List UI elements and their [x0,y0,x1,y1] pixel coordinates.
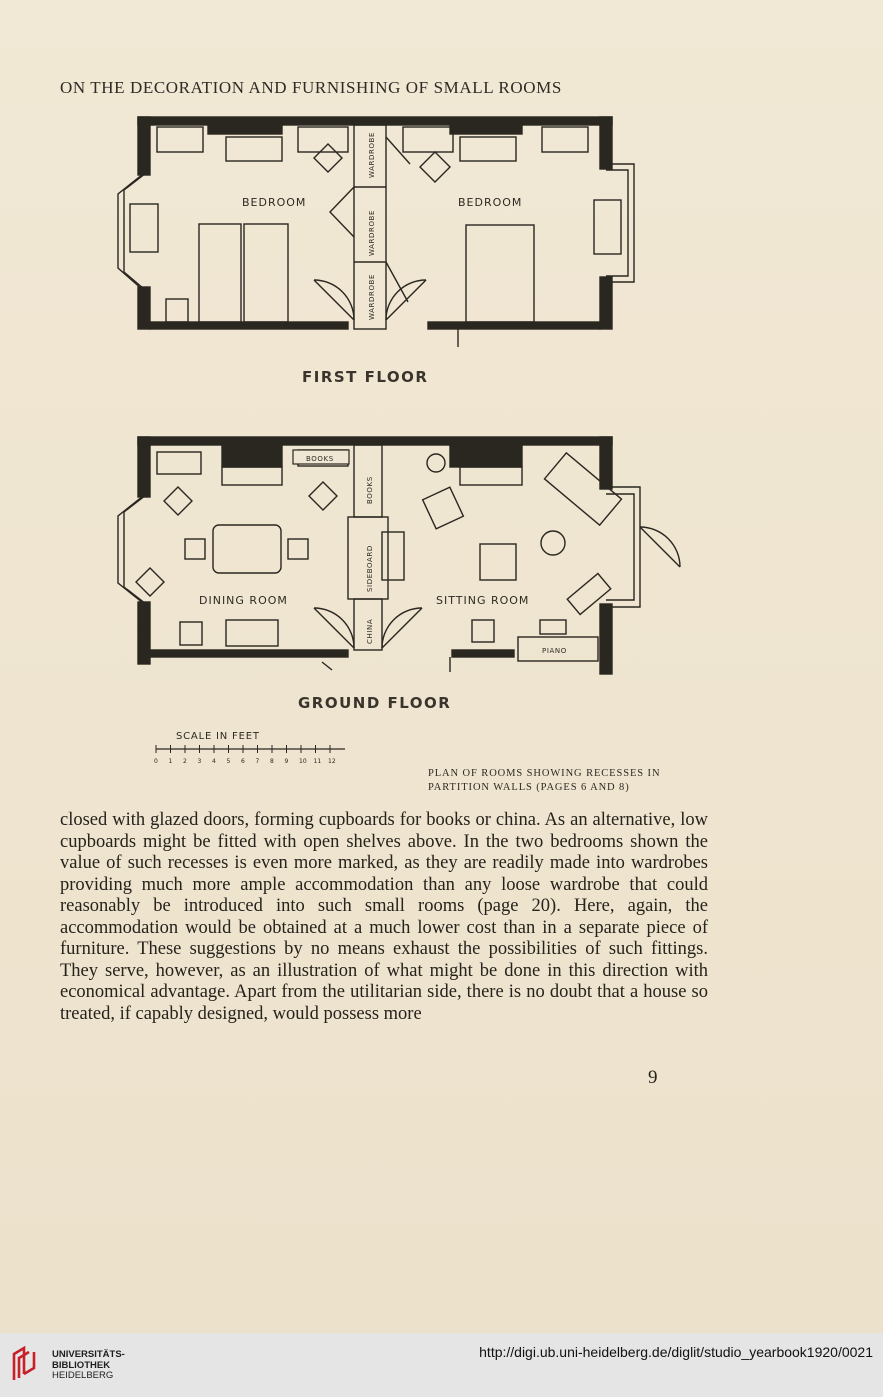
scale-tick-label: 8 [270,758,274,765]
library-logo-icon[interactable] [10,1344,46,1384]
scale-tick-label: 2 [183,758,187,765]
scale-tick-label: 0 [154,758,158,765]
scale-tick-label: 12 [328,758,336,765]
body-text: closed with glazed doors, forming cupboa… [60,810,708,1025]
ground-floor-right-room-label: SITTING ROOM [436,594,529,607]
first-floor-title: FIRST FLOOR [302,368,429,386]
first-floor-plan: BEDROOM BEDROOM WARDROBE WARDROBE WARDRO… [117,116,635,347]
piano-label: PIANO [542,647,567,655]
books-top-label: BOOKS [306,455,334,463]
scale-tick-label: 10 [299,758,307,765]
scale-tick-label: 9 [285,758,289,765]
figure-caption: PLAN OF ROOMS SHOWING RECESSES IN PARTIT… [428,767,660,795]
first-floor-left-room-label: BEDROOM [242,196,306,209]
viewer-footer [0,1333,883,1397]
first-floor-right-room-label: BEDROOM [458,196,522,209]
caption-line-2: PARTITION WALLS (PAGES 6 AND 8) [428,782,630,793]
wardrobe-label-bottom: WARDROBE [368,274,376,320]
body-paragraph: closed with glazed doors, forming cupboa… [60,810,708,1024]
book-page: ON THE DECORATION AND FURNISHING OF SMAL… [0,0,883,1333]
scale-tick-label: 7 [256,758,260,765]
library-name-line-1: UNIVERSITÄTS- [52,1349,125,1360]
scale-tick-label: 3 [198,758,202,765]
caption-line-1: PLAN OF ROOMS SHOWING RECESSES IN [428,768,661,779]
books-cupboard [292,449,350,465]
scale-title: SCALE IN FEET [176,731,260,742]
wardrobe-label-top: WARDROBE [368,132,376,178]
library-name: UNIVERSITÄTS- BIBLIOTHEK HEIDELBERG [52,1349,125,1382]
scale-tick-label: 4 [212,758,216,765]
running-head: ON THE DECORATION AND FURNISHING OF SMAL… [60,78,562,97]
china-label: CHINA [366,619,374,644]
library-name-line-3: HEIDELBERG [52,1370,114,1381]
scale-tick-label: 5 [227,758,231,765]
ground-floor-title: GROUND FLOOR [298,694,452,712]
source-url-link[interactable]: http://digi.ub.uni-heidelberg.de/diglit/… [479,1344,873,1360]
wardrobe-label-middle: WARDROBE [368,210,376,256]
page-number: 9 [648,1067,658,1088]
library-name-line-2: BIBLIOTHEK [52,1359,111,1371]
scale-tick-label: 6 [241,758,245,765]
sideboard-label: SIDEBOARD [366,545,374,592]
scale-tick-label: 1 [169,758,173,765]
scale-tick-label: 11 [314,758,322,765]
ground-floor-plan: BOOKS BOOKS SIDEBOARD CHINA DINING ROOM … [117,436,681,675]
ground-floor-left-room-label: DINING ROOM [199,594,288,607]
books-side-label: BOOKS [366,476,374,504]
